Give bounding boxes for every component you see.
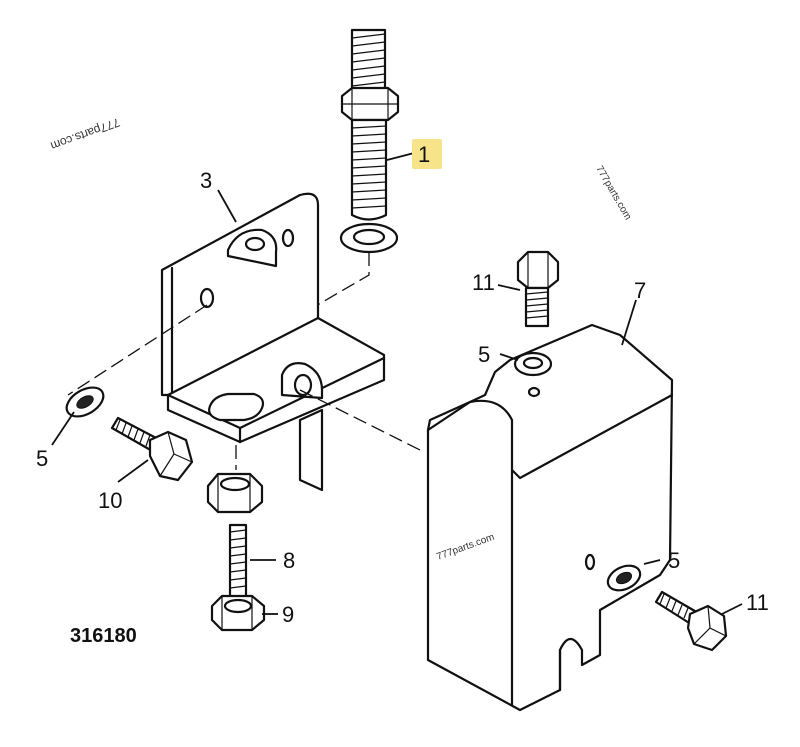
callout-5-right: 5	[668, 548, 680, 573]
callout-7: 7	[634, 278, 646, 303]
washer-part-5-top	[513, 351, 553, 377]
washer-part-5-right	[606, 564, 642, 592]
callout-3: 3	[200, 168, 212, 193]
bracket-part-3	[67, 192, 421, 492]
callout-11-right: 11	[746, 590, 769, 615]
bolt-part-11-right	[654, 590, 728, 652]
leader-lines	[51, 151, 743, 615]
callout-highlight	[412, 139, 442, 169]
callout-11-top: 11	[472, 270, 495, 295]
callout-5-top: 5	[478, 342, 490, 367]
drawing-number: 316180	[70, 625, 137, 647]
callout-10: 10	[98, 488, 122, 513]
stud-part-8	[228, 523, 248, 602]
hex-nut	[206, 472, 264, 514]
bolt-part-11-top	[516, 250, 560, 328]
watermark-rotated: 777parts.com	[593, 164, 633, 222]
stud-part-1	[239, 28, 400, 400]
callout-9: 9	[282, 602, 294, 627]
cover-part-7	[426, 323, 674, 712]
bolt-part-10	[110, 416, 194, 482]
washer-part-5-left	[65, 386, 105, 418]
callout-8: 8	[283, 548, 295, 573]
callout-1: 1	[418, 142, 430, 167]
callout-5-left: 5	[36, 446, 48, 471]
watermark-upside-down: 777parts.com	[49, 115, 122, 153]
nut-part-9	[210, 594, 266, 632]
